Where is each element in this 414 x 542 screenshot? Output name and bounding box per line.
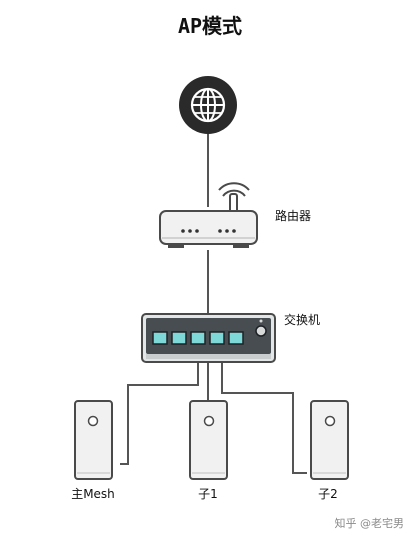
connection-lines [120,133,307,474]
mesh-node-icon [310,400,349,480]
diagram-title: AP模式 [178,14,242,38]
router-label: 路由器 [275,208,311,223]
mesh-node-icon [189,400,228,480]
switch-main-mesh-link [120,362,199,465]
switch-node2-link [221,362,307,474]
router-icon [159,182,258,248]
switch-label: 交换机 [284,312,320,327]
watermark: 知乎 @老宅男 [335,516,405,530]
mesh-node-icon [74,400,113,480]
node-1-label: 子1 [198,487,218,501]
main-mesh-label: 主Mesh [71,487,115,501]
switch-icon [141,313,276,363]
node-2-label: 子2 [318,487,338,501]
globe-icon [179,76,237,134]
